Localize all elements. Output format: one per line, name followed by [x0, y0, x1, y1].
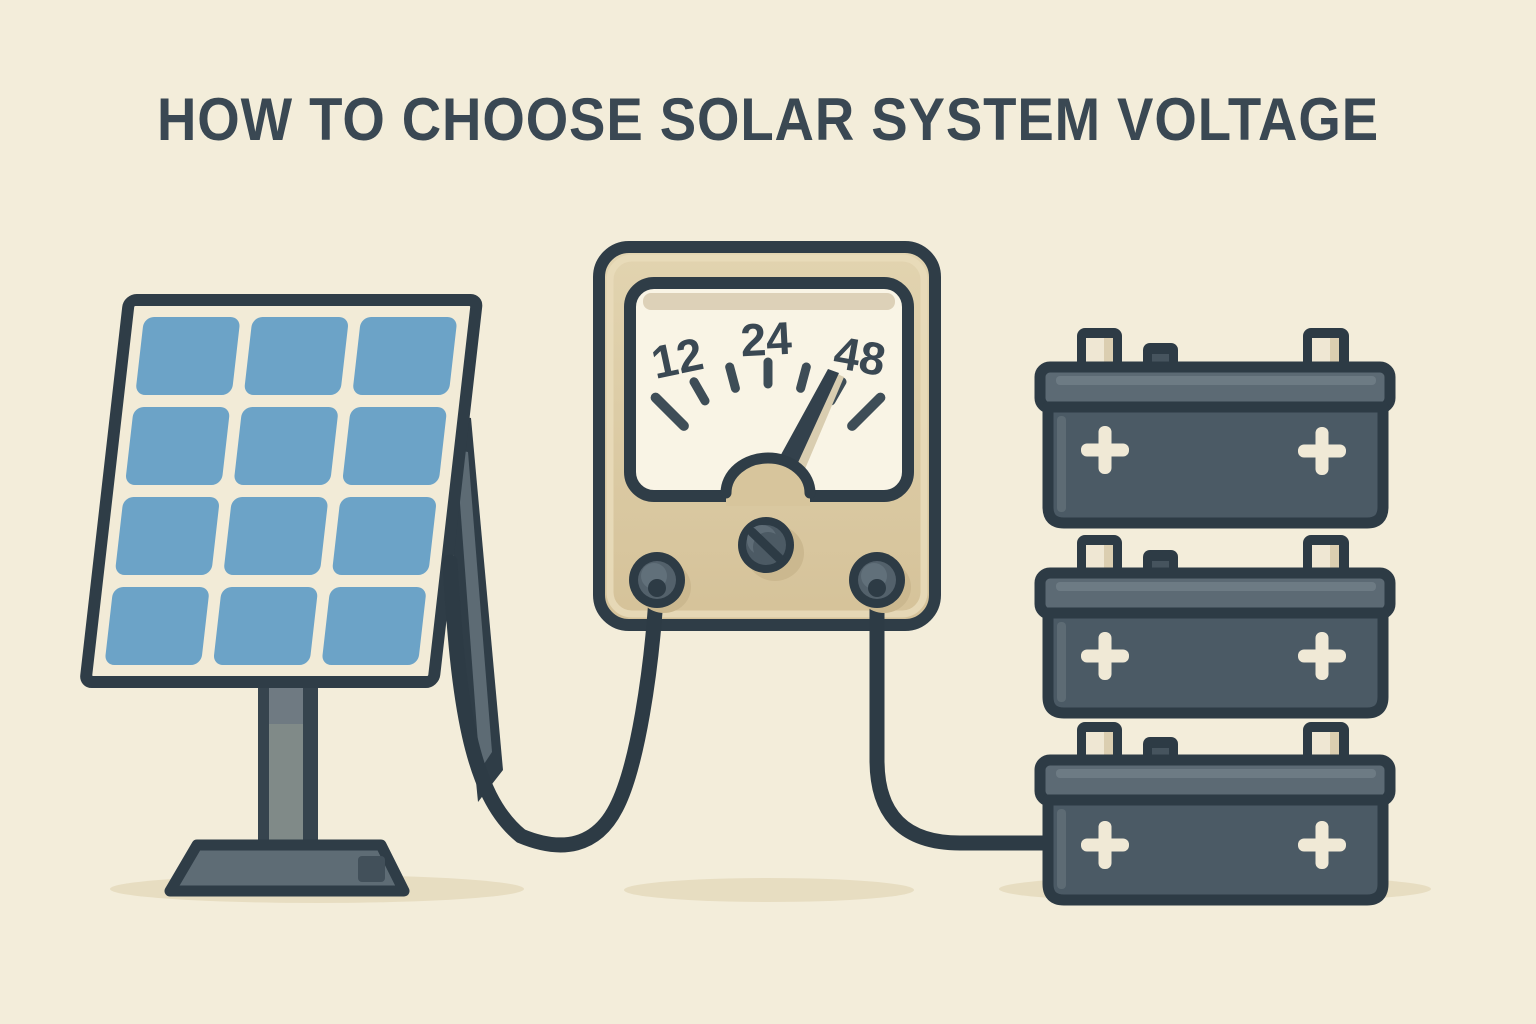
terminal-hole [648, 579, 666, 597]
battery [1034, 535, 1396, 719]
tick [796, 362, 811, 393]
terminal-hole [868, 579, 886, 597]
positive-terminal-icon [1298, 821, 1346, 869]
dial-top-shade [643, 293, 895, 310]
meter-body-highlight [606, 254, 928, 618]
meter-to-battery-wire [869, 572, 1063, 851]
stand-base-notch [358, 856, 385, 882]
needle-pivot-hump-outline [720, 452, 816, 499]
panel-face [80, 294, 483, 688]
tick [725, 362, 740, 393]
battery-body [1042, 607, 1389, 719]
panel-rear-leg-highlight [456, 450, 492, 770]
adjust-knob-icon [738, 517, 804, 581]
battery [1034, 328, 1396, 529]
battery [1034, 722, 1396, 906]
positive-terminal-icon [1298, 427, 1346, 475]
dial-label-24: 24 [739, 312, 793, 367]
battery-body [1042, 794, 1389, 906]
solar-panel [80, 294, 503, 897]
stand-base [164, 839, 410, 897]
stand-post-inner [269, 724, 303, 846]
positive-terminal-icon [1081, 426, 1129, 474]
dial-label-12: 12 [647, 327, 708, 389]
positive-terminal-icon [1081, 821, 1129, 869]
meter-shadow [624, 878, 914, 902]
tick-long-left [650, 392, 689, 431]
positive-terminal-icon [1081, 632, 1129, 680]
right-terminal-icon [849, 552, 911, 613]
positive-terminal-icon [1298, 632, 1346, 680]
meter-terminals [629, 552, 911, 613]
stand-post-inner-top [269, 687, 303, 724]
panel-to-meter-wire [442, 554, 665, 853]
left-terminal-icon [629, 552, 691, 613]
volt-meter: 12 24 48 [593, 241, 941, 631]
wires [442, 554, 1063, 853]
page-title: HOW TO CHOOSE SOLAR SYSTEM VOLTAGE [157, 86, 1379, 153]
battery-stack [1034, 328, 1396, 906]
panel-cells [105, 317, 457, 665]
panel-frame [80, 294, 483, 688]
battery-body [1042, 401, 1389, 529]
tick [689, 377, 710, 406]
knob-slot [747, 527, 786, 565]
tick-long-right [847, 392, 886, 431]
